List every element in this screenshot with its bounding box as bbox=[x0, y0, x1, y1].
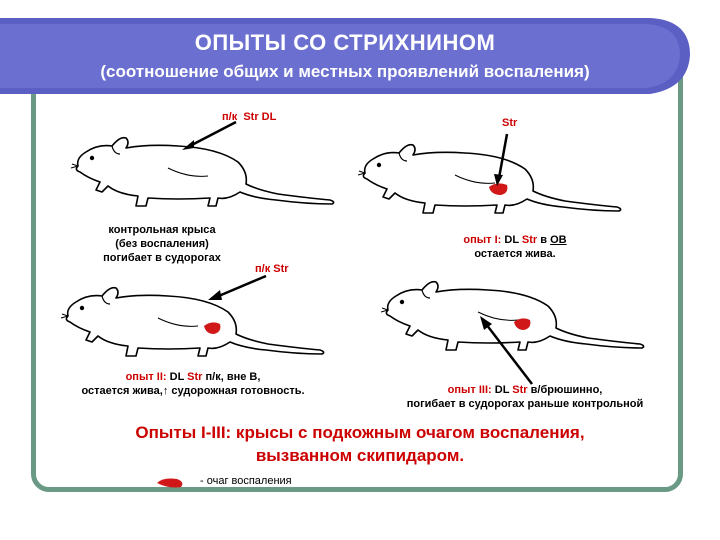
page-subtitle: (соотношение общих и местных проявлений … bbox=[100, 62, 590, 81]
inflammation-focus-rat2 bbox=[489, 183, 508, 195]
title-banner bbox=[0, 18, 690, 94]
rat3-caption: опыт II: DL Str п/к, вне В, остается жив… bbox=[81, 371, 305, 397]
arrow-rat1 bbox=[182, 120, 237, 150]
summary-text: Опыты I-III: крысы с подкожным очагом во… bbox=[135, 423, 585, 465]
rat2-caption: опыт I: DL Str в ОВ остается жива. bbox=[463, 234, 567, 260]
legend-focus-swatch bbox=[157, 478, 183, 488]
page-title: ОПЫТЫ СО СТРИХНИНОМ bbox=[194, 30, 496, 55]
rat4-caption: опыт III: DL Str в/брюшинно, погибает в … bbox=[406, 384, 644, 410]
rat2-arrow-label: Str bbox=[502, 117, 518, 129]
inflammation-focus-rat3 bbox=[204, 322, 221, 334]
arrow-rat2 bbox=[494, 133, 509, 186]
arrow-rat3 bbox=[208, 274, 267, 300]
rat3-arrow-label: п/к Str bbox=[255, 263, 289, 275]
content-frame bbox=[31, 42, 683, 492]
rat-experiment3-illustration bbox=[380, 280, 645, 351]
rat1-caption: контрольная крыса (без воспаления) погиб… bbox=[103, 224, 221, 264]
inflammation-focus-rat4 bbox=[514, 318, 531, 330]
rat-experiment2-illustration bbox=[60, 286, 325, 357]
rat-experiment1-illustration bbox=[357, 143, 622, 214]
legend-label: - очаг воспаления bbox=[200, 475, 292, 487]
rat1-arrow-label: п/к Str DL bbox=[222, 111, 277, 123]
arrow-rat4 bbox=[480, 316, 533, 385]
